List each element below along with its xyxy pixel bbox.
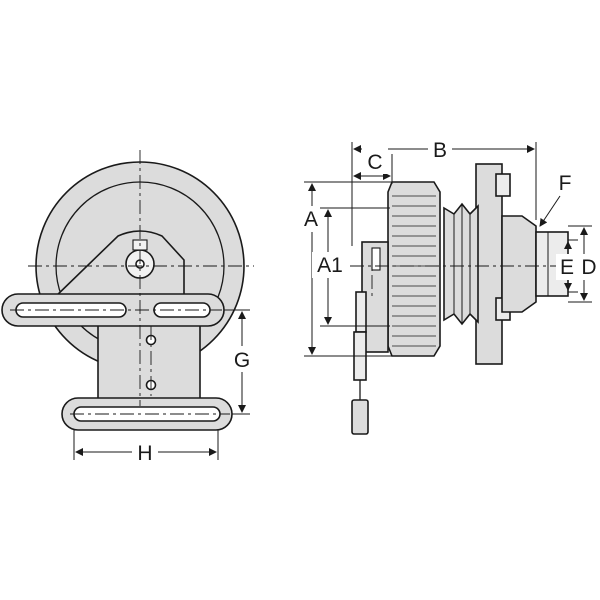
- hub: [501, 215, 537, 313]
- dimension-c: [353, 154, 393, 184]
- label-a1: A1: [317, 254, 343, 277]
- flange-tab-top: [495, 173, 511, 197]
- side-centerlines: [350, 250, 578, 296]
- connector: [351, 399, 369, 435]
- clutch-plate: [371, 247, 381, 271]
- label-c: C: [367, 151, 382, 174]
- drum-ribs: [392, 195, 436, 347]
- front-centerlines: [10, 150, 254, 415]
- label-a: A: [304, 208, 318, 231]
- main-pulley-drum: [387, 181, 441, 357]
- label-d: D: [581, 256, 596, 279]
- label-h: H: [137, 442, 152, 465]
- label-e: E: [560, 256, 574, 279]
- front-view: [1, 161, 245, 431]
- label-g: G: [234, 349, 250, 372]
- label-b: B: [433, 139, 447, 162]
- multi-groove-pulley: [443, 202, 479, 326]
- label-f: F: [559, 172, 572, 195]
- leader-f: [539, 195, 561, 227]
- pivot-arm: [51, 230, 185, 303]
